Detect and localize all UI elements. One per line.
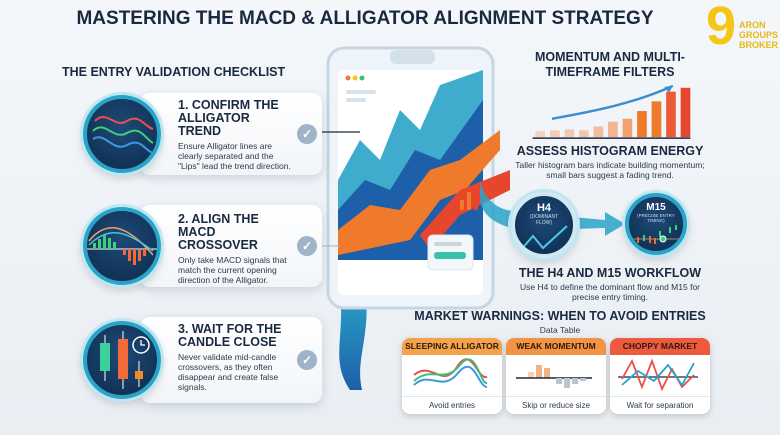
m15-sub: (PRECISE ENTRY TIMING) [637,213,675,223]
warning-card-choppy-market: CHOPPY MARKET Wait for separation [610,338,710,414]
m15-timeframe-icon: M15 (PRECISE ENTRY TIMING) [625,193,687,255]
check-icon[interactable]: ✓ [297,350,317,370]
item-desc: Only take MACD signals that match the cu… [178,255,287,285]
warning-title: CHOPPY MARKET [610,338,710,355]
warning-card-weak-momentum: WEAK MOMENTUM Skip or reduce size [506,338,606,414]
histogram-title: ASSESS HISTOGRAM ENERGY [516,144,704,158]
check-icon[interactable]: ✓ [297,236,317,256]
h4-timeframe-icon: H4 (DOMINANT FLOW) [511,192,577,258]
warning-title: SLEEPING ALLIGATOR [402,338,502,355]
filters-heading: MOMENTUM AND MULTI-TIMEFRAME FILTERS [535,50,685,79]
warnings-heading: MARKET WARNINGS: WHEN TO AVOID ENTRIES [414,309,706,323]
workflow-title: THE H4 AND M15 WORKFLOW [518,266,702,280]
warnings-subheading: Data Table [539,325,581,335]
histogram-desc: Taller histogram bars indicate building … [515,160,705,180]
h4-label: H4 [536,202,552,214]
check-icon[interactable]: ✓ [297,124,317,144]
checklist-heading: THE ENTRY VALIDATION CHECKLIST [62,65,286,79]
item-title: 3. WAIT FOR THE CANDLE CLOSE [178,322,282,349]
h4-sub: (DOMINANT FLOW) [529,214,559,226]
item-title: 2. ALIGN THE MACD CROSSOVER [178,212,259,252]
checklist-item-2: 2. ALIGN THE MACD CROSSOVER Only take MA… [140,205,322,287]
logo: 9 ARON GROUPS BROKER [706,0,780,58]
page-title: MASTERING THE MACD & ALLIGATOR ALIGNMENT… [76,8,654,29]
workflow-desc: Use H4 to define the dominant flow and M… [519,282,701,302]
histogram-energy-icon [532,84,691,139]
phone-chart-illustration [322,46,510,390]
candlestick-clock-icon [83,321,161,399]
logo-digit: 9 [706,0,737,56]
warning-card-sleeping-alligator: SLEEPING ALLIGATOR Avoid entries [402,338,502,414]
alligator-lines-icon [83,95,161,173]
item-desc: Never validate mid-candle crossovers, as… [178,352,279,392]
macd-histogram-icon [83,207,161,285]
warning-action: Wait for separation [610,396,710,414]
choppy-lines-icon [618,358,698,392]
small-histogram-icon [516,365,592,388]
item-desc: Ensure Alligator lines are clearly separ… [178,141,291,171]
warning-action: Avoid entries [402,396,502,414]
warning-title: WEAK MOMENTUM [506,338,606,355]
checklist-item-1: 1. CONFIRM THE ALLIGATOR TREND Ensure Al… [140,93,322,175]
warning-action: Skip or reduce size [506,396,606,414]
logo-text: ARON GROUPS BROKER [739,20,779,50]
checklist-item-3: 3. WAIT FOR THE CANDLE CLOSE Never valid… [140,317,322,403]
item-title: 1. CONFIRM THE ALLIGATOR TREND [178,98,279,138]
m15-label: M15 [646,202,666,213]
tangled-lines-icon [413,358,488,388]
